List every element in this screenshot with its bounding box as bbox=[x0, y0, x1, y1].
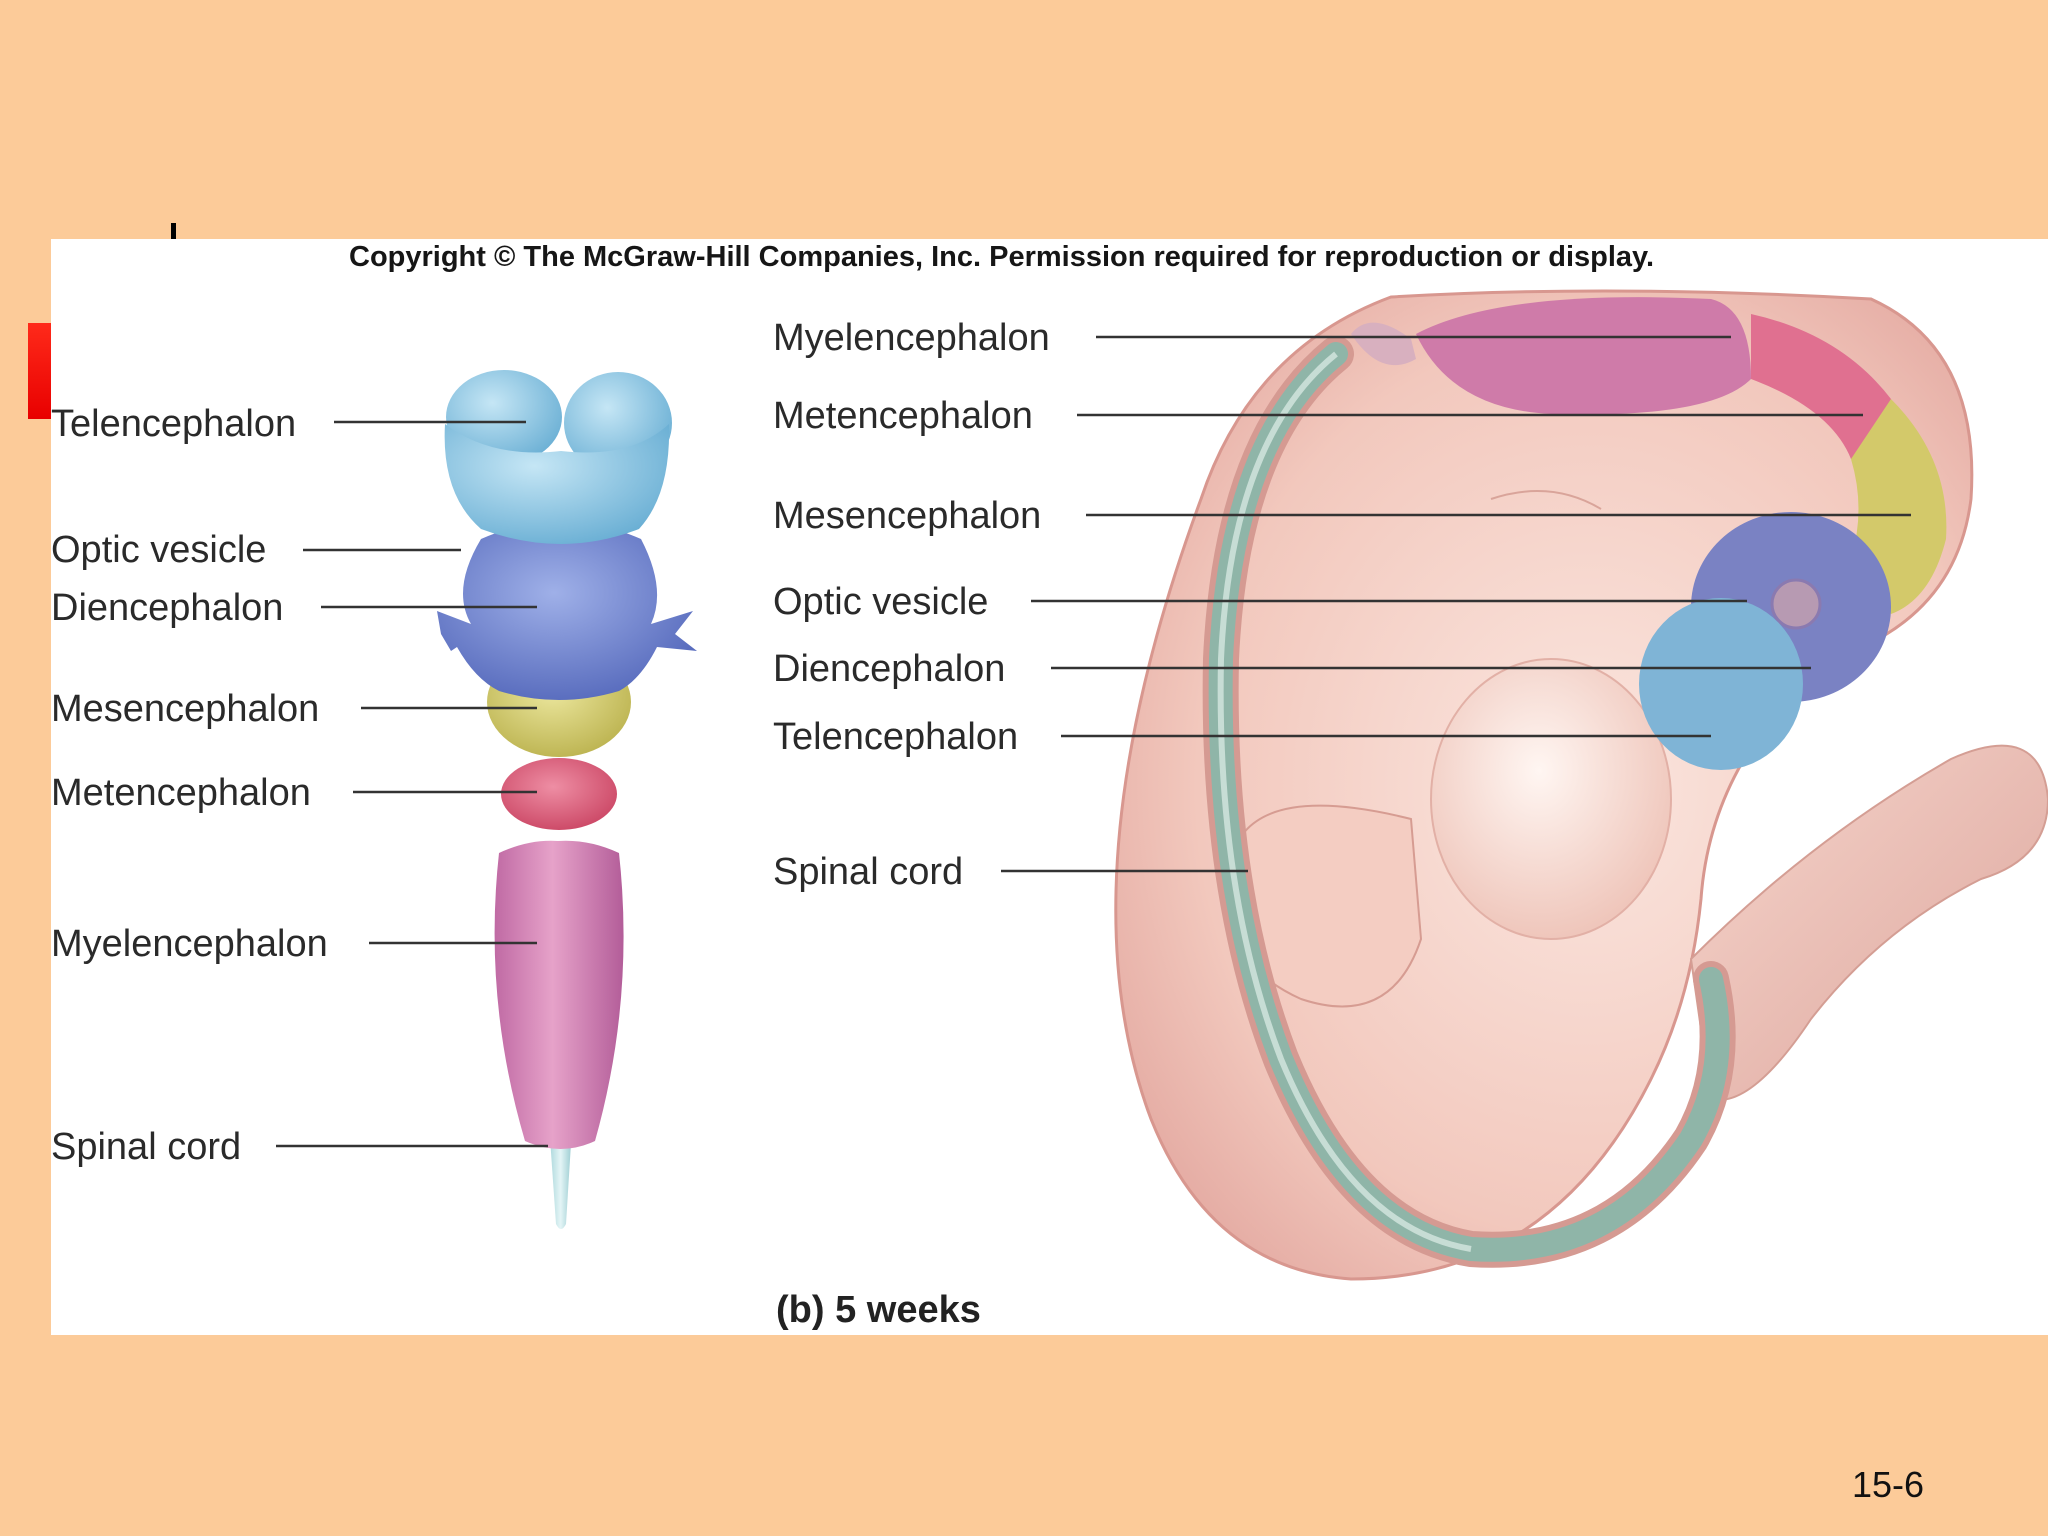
illustration bbox=[276, 289, 2048, 1281]
label-spinal-cord-right: Spinal cord bbox=[773, 851, 964, 893]
label-mesencephalon-left: Mesencephalon bbox=[51, 688, 320, 730]
brain-vesicles-diagram bbox=[276, 370, 697, 1229]
label-diencephalon-left: Diencephalon bbox=[51, 587, 284, 629]
right-leader-lines bbox=[1001, 335, 1911, 873]
label-optic-vesicle-right: Optic vesicle bbox=[773, 581, 989, 623]
label-metencephalon-right: Metencephalon bbox=[773, 395, 1033, 437]
tick-mark bbox=[171, 223, 176, 241]
optic-vesicle-embryo bbox=[1770, 578, 1822, 630]
red-accent-bar bbox=[28, 323, 52, 419]
diencephalon-segment bbox=[437, 521, 697, 700]
label-myelencephalon-right: Myelencephalon bbox=[773, 317, 1050, 359]
label-telencephalon-left: Telencephalon bbox=[51, 403, 297, 445]
figure-panel: Copyright © The McGraw-Hill Companies, I… bbox=[51, 239, 2048, 1335]
label-myelencephalon-left: Myelencephalon bbox=[51, 923, 328, 965]
heart-bulge bbox=[1430, 658, 1672, 940]
figure-caption: (b) 5 weeks bbox=[776, 1289, 981, 1331]
myelencephalon-segment bbox=[494, 840, 624, 1149]
tail-region bbox=[1689, 744, 2048, 1101]
embryo-illustration bbox=[1001, 289, 2048, 1281]
telencephalon-embryo bbox=[1639, 598, 1803, 770]
copyright-notice: Copyright © The McGraw-Hill Companies, I… bbox=[349, 241, 1655, 273]
myelencephalon-tip bbox=[1351, 322, 1416, 366]
label-metencephalon-left: Metencephalon bbox=[51, 772, 311, 814]
label-telencephalon-right: Telencephalon bbox=[773, 716, 1019, 758]
label-spinal-cord-left: Spinal cord bbox=[51, 1126, 242, 1168]
spinal-cord-highlight bbox=[1217, 351, 1472, 1252]
myelencephalon-embryo bbox=[1416, 297, 1751, 415]
metencephalon-segment bbox=[501, 758, 617, 830]
label-optic-vesicle-left: Optic vesicle bbox=[51, 529, 267, 571]
label-mesencephalon-right: Mesencephalon bbox=[773, 495, 1042, 537]
metencephalon-embryo bbox=[1751, 314, 1891, 459]
slide-number: 15-6 bbox=[1851, 1464, 1924, 1505]
telencephalon-lobe-left bbox=[446, 370, 562, 464]
telencephalon-base bbox=[444, 424, 670, 544]
pharyngeal-arches bbox=[1490, 490, 1602, 510]
left-leader-lines bbox=[276, 420, 548, 1148]
label-diencephalon-right: Diencephalon bbox=[773, 648, 1006, 690]
